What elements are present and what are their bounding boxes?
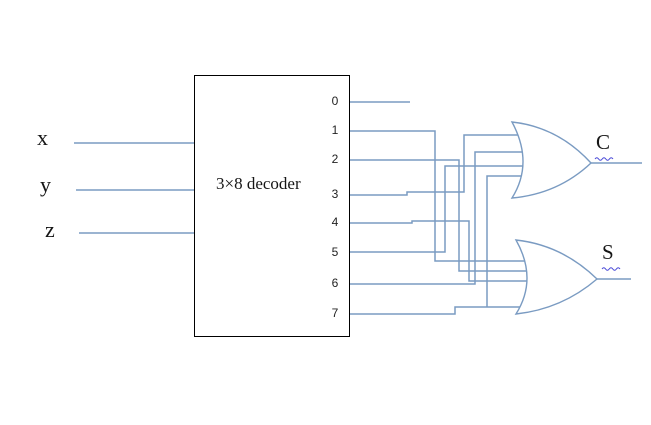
- c-label-squiggle-underline: [594, 157, 614, 161]
- input-label-x: x: [37, 125, 48, 150]
- decoder-output-label-2: 2: [331, 152, 339, 166]
- or-gate-s: [514, 239, 599, 315]
- wire-d6-to-c: [350, 151, 528, 285]
- decoder-output-label-3: 3: [331, 187, 339, 201]
- wire-layer: [74, 101, 642, 315]
- wire-d2-to-s: [350, 159, 534, 272]
- decoder-box: [194, 75, 350, 337]
- wire-d5-to-c: [350, 165, 528, 253]
- decoder-output-label-1: 1: [331, 123, 339, 137]
- carry-output-label: C: [596, 130, 611, 154]
- wire-d7-branch-to-c: [486, 175, 528, 307]
- wire-d3-to-c: [350, 134, 526, 196]
- decoder-output-label-4: 4: [331, 215, 339, 229]
- wire-d1-to-s: [350, 130, 532, 262]
- decoder-output-label-0: 0: [331, 94, 339, 108]
- or-gate-c: [510, 121, 592, 199]
- wire-d7-to-s: [350, 306, 528, 315]
- decoder-title: 3×8 decoder: [216, 174, 301, 193]
- input-label-z: z: [45, 217, 55, 242]
- input-label-y: y: [40, 172, 51, 197]
- gate-layer: [510, 121, 621, 315]
- decoder-output-label-6: 6: [331, 276, 339, 290]
- decoder-output-label-5: 5: [331, 245, 339, 259]
- wire-d4-to-s: [350, 220, 532, 282]
- sum-output-label: S: [602, 240, 614, 264]
- s-label-squiggle-underline: [601, 267, 621, 271]
- decoder-output-label-7: 7: [331, 306, 339, 320]
